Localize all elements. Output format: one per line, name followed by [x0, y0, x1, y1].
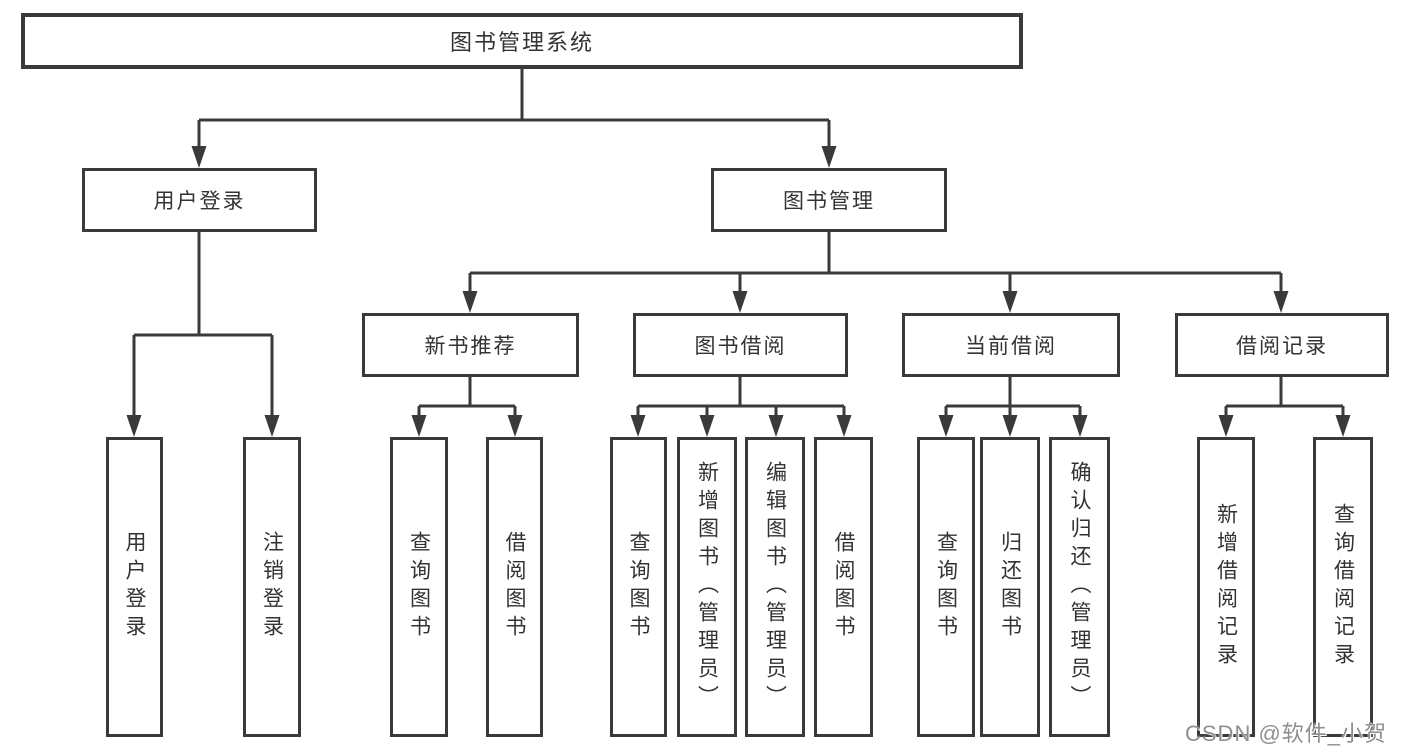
arrowhead-down-icon: [191, 146, 207, 168]
node-label: 图书借阅: [694, 335, 787, 358]
arrowhead-down-icon: [1002, 291, 1018, 313]
connector-bookmgmt-to-level3: [468, 232, 1283, 293]
arrowhead-down-icon: [821, 146, 837, 168]
node-label: 借阅记录: [1236, 335, 1328, 358]
arrowhead-down-icon: [264, 415, 280, 437]
arrowhead-down-icon: [462, 291, 478, 313]
arrowhead-down-icon: [732, 291, 748, 313]
arrowhead-down-icon: [1218, 415, 1234, 437]
node-label: 图书管理: [783, 190, 875, 213]
node-label: 借阅图书: [503, 531, 526, 643]
node-book-borrow: 图书借阅: [633, 313, 848, 377]
node-label: 用户登录: [123, 531, 146, 643]
leaf-record-add: 新增借阅记录: [1197, 437, 1255, 737]
node-label: 新增图书（管理员）: [695, 461, 719, 713]
connector-borrowrecord-to-leaves: [1224, 377, 1345, 417]
arrowhead-down-icon: [699, 415, 715, 437]
node-book-management-branch: 图书管理: [711, 168, 947, 232]
leaf-bookborrow-borrow: 借阅图书: [814, 437, 873, 737]
connector-root-to-level2: [197, 69, 831, 148]
node-label: 查询图书: [627, 531, 650, 643]
node-system-root: 图书管理系统: [21, 13, 1023, 69]
node-label: 查询借阅记录: [1331, 503, 1355, 671]
leaf-user-login: 用户登录: [106, 437, 163, 737]
leaf-newbook-query: 查询图书: [390, 437, 448, 737]
node-label: 编辑图书（管理员）: [763, 461, 787, 713]
connector-newbook-to-leaves: [417, 377, 517, 417]
arrowhead-down-icon: [768, 415, 784, 437]
node-label: 归还图书: [998, 531, 1022, 643]
leaf-newbook-borrow: 借阅图书: [486, 437, 543, 737]
leaf-currentborrow-query: 查询图书: [917, 437, 975, 737]
node-current-borrow: 当前借阅: [902, 313, 1120, 377]
arrowhead-down-icon: [1002, 415, 1018, 437]
node-label: 确认归还（管理员）: [1068, 461, 1091, 713]
leaf-currentborrow-confirm-admin: 确认归还（管理员）: [1049, 437, 1110, 737]
node-label: 借阅图书: [832, 531, 855, 643]
arrowhead-down-icon: [836, 415, 852, 437]
node-label: 当前借阅: [965, 335, 1057, 358]
csdn-watermark: CSDN @软件_小贺同学: [1185, 721, 1388, 746]
arrowhead-down-icon: [630, 415, 646, 437]
node-label: 查询图书: [407, 531, 431, 643]
arrowhead-down-icon: [1072, 415, 1088, 437]
leaf-bookborrow-add-admin: 新增图书（管理员）: [677, 437, 737, 737]
arrowhead-down-icon: [1335, 415, 1351, 437]
node-new-book-recommend: 新书推荐: [362, 313, 579, 377]
arrowhead-down-icon: [938, 415, 954, 437]
node-label: 新书推荐: [424, 335, 517, 358]
node-label: 用户登录: [153, 190, 246, 213]
leaf-currentborrow-return: 归还图书: [980, 437, 1040, 737]
connector-bookborrow-to-leaves: [636, 377, 846, 417]
arrowhead-down-icon: [126, 415, 142, 437]
leaf-bookborrow-query: 查询图书: [610, 437, 667, 737]
node-user-login-branch: 用户登录: [82, 168, 317, 232]
node-label: 注销登录: [260, 531, 284, 643]
node-borrow-record: 借阅记录: [1175, 313, 1389, 377]
leaf-record-query: 查询借阅记录: [1313, 437, 1373, 737]
node-label: 查询图书: [934, 531, 958, 643]
connector-currentborrow-to-leaves: [944, 377, 1082, 417]
arrowhead-down-icon: [1273, 291, 1289, 313]
leaf-logout: 注销登录: [243, 437, 301, 737]
connector-userlogin-to-leaves: [132, 232, 274, 417]
arrowhead-down-icon: [507, 415, 523, 437]
arrowhead-down-icon: [411, 415, 427, 437]
node-label: 图书管理系统: [449, 30, 594, 55]
node-label: 新增借阅记录: [1214, 503, 1238, 671]
leaf-bookborrow-edit-admin: 编辑图书（管理员）: [745, 437, 805, 737]
